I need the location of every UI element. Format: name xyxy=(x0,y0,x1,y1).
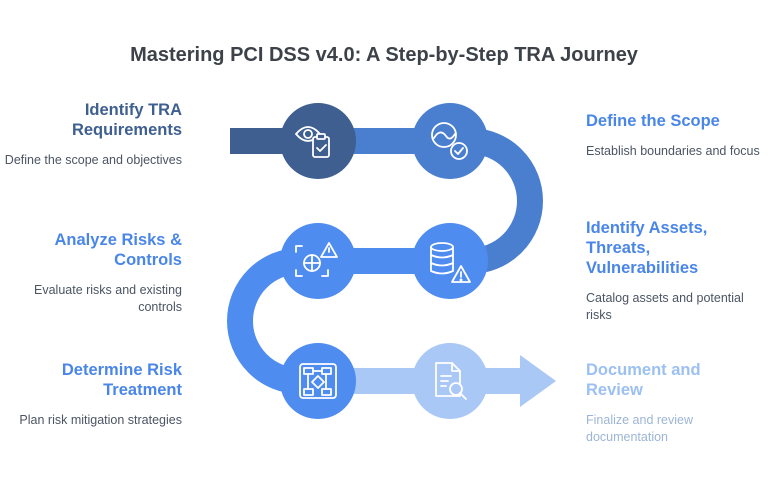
step-5-description: Plan risk mitigation strategies xyxy=(19,413,182,427)
step-1-description: Define the scope and objectives xyxy=(4,153,182,167)
step-5-text: Determine Risk Treatment Plan risk mitig… xyxy=(0,360,182,429)
step-3-description: Catalog assets and potential risks xyxy=(586,291,744,322)
path-curve-left xyxy=(227,248,318,394)
step-6-description: Finalize and review documentation xyxy=(586,413,693,444)
eye-clipboard-icon xyxy=(295,126,330,158)
step-4-heading: Analyze Risks & Controls xyxy=(54,231,182,269)
step-6-node xyxy=(412,343,488,419)
step-5-node xyxy=(280,343,356,419)
step-5-heading: Determine Risk Treatment xyxy=(61,361,182,399)
step-4-description: Evaluate risks and existing controls xyxy=(34,283,182,314)
scan-warning-icon xyxy=(295,242,338,277)
page-title: Mastering PCI DSS v4.0: A Step-by-Step T… xyxy=(130,44,638,66)
step-3-heading: Identify Assets, Threats, Vulnerabilitie… xyxy=(586,219,708,277)
path-curve-right xyxy=(450,128,543,274)
target-check-icon xyxy=(431,122,468,160)
step-6-heading: Document and Review xyxy=(586,361,701,399)
step-2-node xyxy=(412,103,488,179)
step-6-text: Document and Review Finalize and review … xyxy=(586,360,736,446)
step-1-heading: Identify TRA Requirements xyxy=(71,101,182,139)
step-3-node xyxy=(412,223,488,299)
step-4-node xyxy=(280,223,356,299)
step-1-text: Identify TRA Requirements Define the sco… xyxy=(0,100,182,169)
step-2-heading: Define the Scope xyxy=(586,112,720,130)
database-warning-icon xyxy=(430,242,471,283)
step-3-text: Identify Assets, Threats, Vulnerabilitie… xyxy=(586,218,746,324)
step-4-text: Analyze Risks & Controls Evaluate risks … xyxy=(0,230,182,316)
document-search-icon xyxy=(435,362,467,400)
arrow-head xyxy=(520,355,556,407)
step-1-node xyxy=(280,103,356,179)
step-2-description: Establish boundaries and focus xyxy=(586,144,760,158)
flowchart-icon xyxy=(299,363,337,399)
step-2-text: Define the Scope Establish boundaries an… xyxy=(586,111,768,160)
